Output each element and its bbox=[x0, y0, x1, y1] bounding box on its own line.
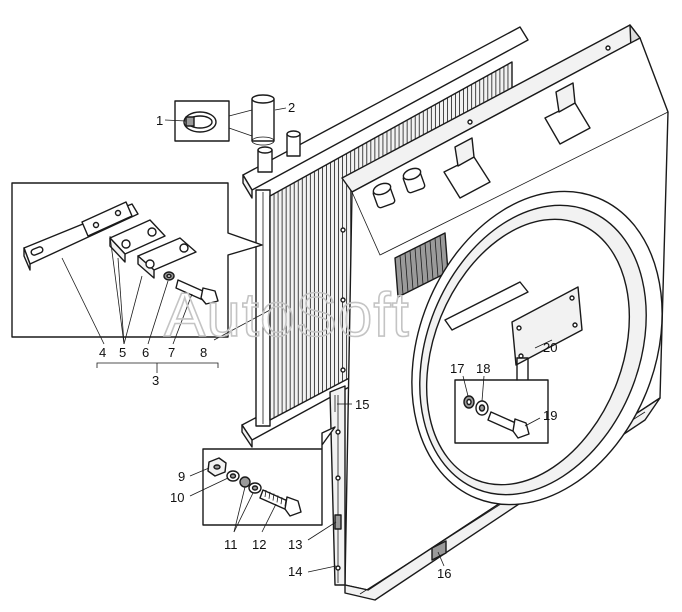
callout-17: 17 bbox=[450, 361, 464, 376]
hatch-line bbox=[419, 245, 424, 285]
callout-15: 15 bbox=[355, 397, 369, 412]
callout-5: 5 bbox=[119, 345, 126, 360]
hatch-line bbox=[439, 235, 444, 275]
hatch-line bbox=[280, 497, 283, 505]
callout-11: 11 bbox=[224, 537, 238, 552]
hatch-line bbox=[399, 255, 404, 295]
callout-2: 2 bbox=[288, 100, 295, 115]
callout-19: 19 bbox=[543, 408, 557, 423]
shroud-window-slots bbox=[399, 235, 444, 295]
hatch-line bbox=[404, 252, 409, 293]
callout-14: 14 bbox=[288, 564, 302, 579]
callout-7: 7 bbox=[168, 345, 175, 360]
callout-20: 20 bbox=[543, 340, 557, 355]
callout-4: 4 bbox=[99, 345, 106, 360]
hose bbox=[251, 94, 275, 146]
hatch-line bbox=[272, 493, 275, 501]
watermark: AutoSoft bbox=[164, 281, 410, 350]
callout-6: 6 bbox=[142, 345, 149, 360]
callout-8: 8 bbox=[200, 345, 207, 360]
hatch-line bbox=[434, 237, 439, 278]
filler-neck bbox=[257, 130, 301, 173]
callout-12: 12 bbox=[252, 537, 266, 552]
callout-16: 16 bbox=[437, 566, 451, 581]
callout-18: 18 bbox=[476, 361, 490, 376]
callout-1: 1 bbox=[156, 113, 163, 128]
hatch-line bbox=[414, 247, 419, 288]
hatch-line bbox=[264, 489, 267, 498]
callout-labels: 1 2 3 4 5 6 7 8 9 10 11 12 13 14 15 16 1… bbox=[99, 100, 557, 581]
shroud-pipes bbox=[372, 167, 426, 209]
callout-10: 10 bbox=[170, 490, 184, 505]
hatch-line bbox=[409, 250, 414, 290]
shroud-fastener-detail bbox=[454, 357, 549, 444]
hatch-line bbox=[268, 491, 271, 499]
hatch-line bbox=[429, 240, 434, 280]
leader-lines bbox=[61, 107, 553, 573]
bracket-kit-detail bbox=[11, 182, 263, 338]
callout-9: 9 bbox=[178, 469, 185, 484]
cover-plate bbox=[511, 286, 583, 366]
hatch-line bbox=[276, 495, 279, 503]
callout-13: 13 bbox=[288, 537, 302, 552]
callout-3: 3 bbox=[152, 373, 159, 388]
hatch-line bbox=[424, 242, 429, 283]
hatch-line bbox=[284, 498, 287, 507]
fastener-detail bbox=[202, 426, 336, 526]
bolt-thread bbox=[264, 489, 287, 507]
